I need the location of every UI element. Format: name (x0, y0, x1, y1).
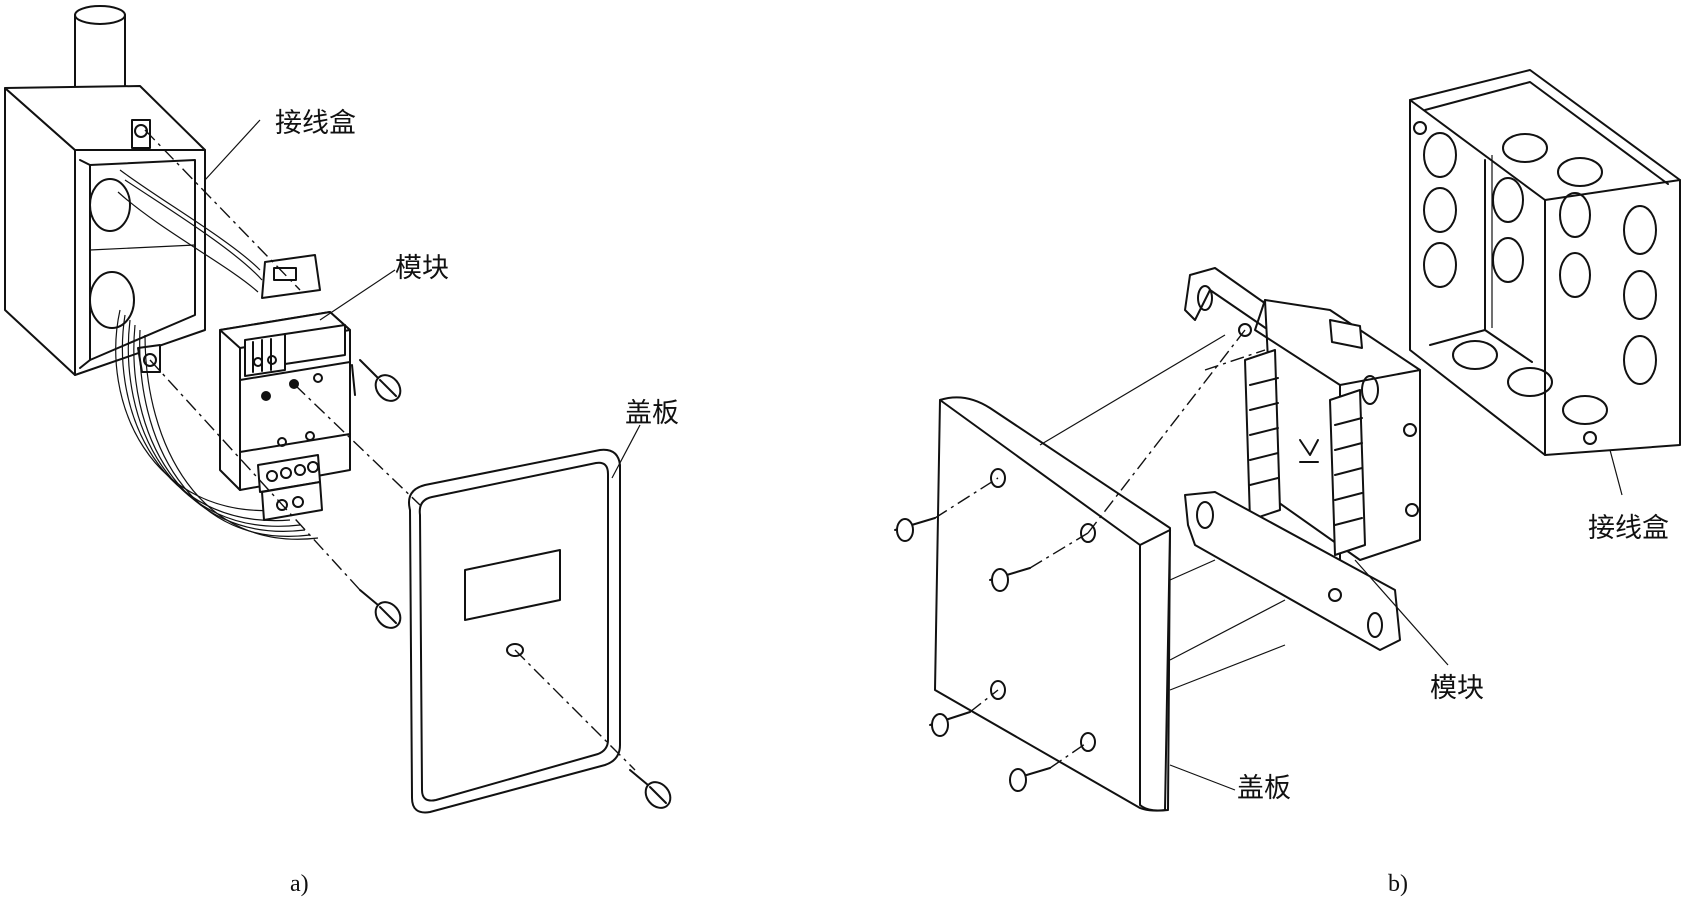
label-module-b: 模块 (1430, 673, 1484, 704)
figure-a-drawing (4, 5, 672, 814)
module-b (1184, 267, 1421, 651)
caption-b: b) (1388, 871, 1408, 897)
label-junction-box-b: 接线盒 (1588, 513, 1669, 544)
wiring-bundle (115, 169, 319, 540)
label-cover-plate-b: 盖板 (1237, 773, 1291, 804)
screws-b (894, 517, 1051, 792)
leaders-b (1169, 449, 1623, 791)
terminal-strip-b (1244, 349, 1366, 556)
label-module-a: 模块 (395, 253, 449, 284)
cover-plate-a (408, 448, 621, 814)
module-a (219, 254, 356, 521)
centerlines-a (144, 129, 636, 771)
junction-box-b (1409, 69, 1681, 456)
screws-a (359, 359, 672, 809)
cover-plate-b (934, 396, 1171, 812)
label-cover-plate-a: 盖板 (625, 398, 679, 429)
figure-b-drawing (894, 69, 1681, 812)
leaders-a (204, 119, 641, 479)
junction-box-a (4, 85, 206, 376)
projection-lines-b (934, 329, 1286, 769)
caption-a: a) (290, 871, 309, 897)
label-junction-box-a: 接线盒 (275, 108, 356, 139)
